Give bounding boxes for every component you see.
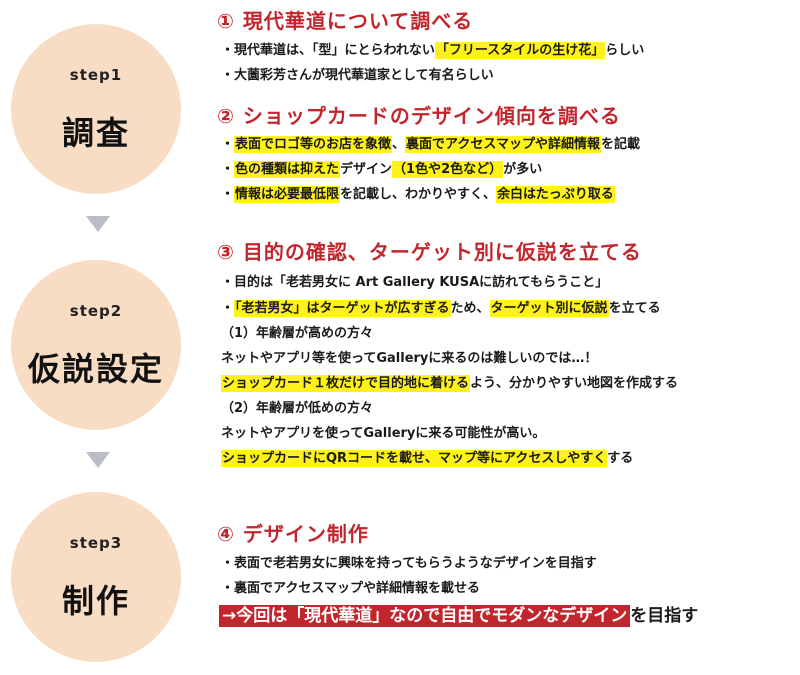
section1-line1: ・現代華道は、「型」にとらわれない「フリースタイルの生け花」らしい xyxy=(221,42,645,59)
step3-circle: step3 制作 xyxy=(11,492,181,662)
section3-line3: （1）年齢層が高めの方々 xyxy=(221,326,374,341)
step3-label: step3 xyxy=(69,534,123,552)
section4-heading: ④ デザイン制作 xyxy=(217,522,369,546)
section3-heading: ③ 目的の確認、ターゲット別に仮説を立てる xyxy=(217,240,642,264)
step2-label: step2 xyxy=(69,302,123,320)
step1-title: 調査 xyxy=(61,114,130,152)
section1-line2: ・大薗彩芳さんが現代華道家として有名らしい xyxy=(221,68,494,83)
section4-line1: ・表面で老若男女に興味を持ってもらうようなデザインを目指す xyxy=(221,556,597,571)
down-arrow-icon xyxy=(86,216,110,232)
section2-line2: ・色の種類は抑えたデザイン（1色や2色など）が多い xyxy=(221,161,543,178)
step2-circle: step2 仮説設定 xyxy=(11,260,181,430)
section3-line6: （2）年齢層が低めの方々 xyxy=(221,401,374,416)
down-arrow-icon xyxy=(86,452,110,468)
step2-title: 仮説設定 xyxy=(27,350,164,388)
section1-heading: ① 現代華道について調べる xyxy=(217,9,474,33)
conclusion-tail: を目指す xyxy=(630,606,699,626)
section3-line2: ・「老若男女」はターゲットが広すぎるため、ターゲット別に仮説を立てる xyxy=(221,300,661,317)
section3-line8: ショップカードにQRコードを載せ、マップ等にアクセスしやすくする xyxy=(221,450,634,467)
step3-title: 制作 xyxy=(61,582,130,620)
section3-line1: ・目的は「老若男女に Art Gallery KUSAに訪れてもらうこと」 xyxy=(221,275,609,290)
conclusion-banner: →今回は「現代華道」なので自由でモダンなデザインを目指す xyxy=(219,604,698,628)
section3-line5: ショップカード１枚だけで目的地に着けるよう、分かりやすい地図を作成する xyxy=(221,375,679,392)
section4-line2: ・裏面でアクセスマップや詳細情報を載せる xyxy=(221,581,480,596)
section2-heading: ② ショップカードのデザイン傾向を調べる xyxy=(217,104,621,128)
section3-line7: ネットやアプリを使ってGalleryに来る可能性が高い。 xyxy=(221,426,546,441)
section3-line4: ネットやアプリ等を使ってGalleryに来るのは難しいのでは…！ xyxy=(221,351,598,366)
section2-line3: ・情報は必要最低限を記載し、わかりやすく、余白はたっぷり取る xyxy=(221,186,615,203)
step1-circle: step1 調査 xyxy=(11,24,181,194)
step1-label: step1 xyxy=(69,66,123,84)
conclusion-highlight: →今回は「現代華道」なので自由でモダンなデザイン xyxy=(219,605,631,627)
section2-line1: ・表面でロゴ等のお店を象徴、裏面でアクセスマップや詳細情報を記載 xyxy=(221,136,641,153)
